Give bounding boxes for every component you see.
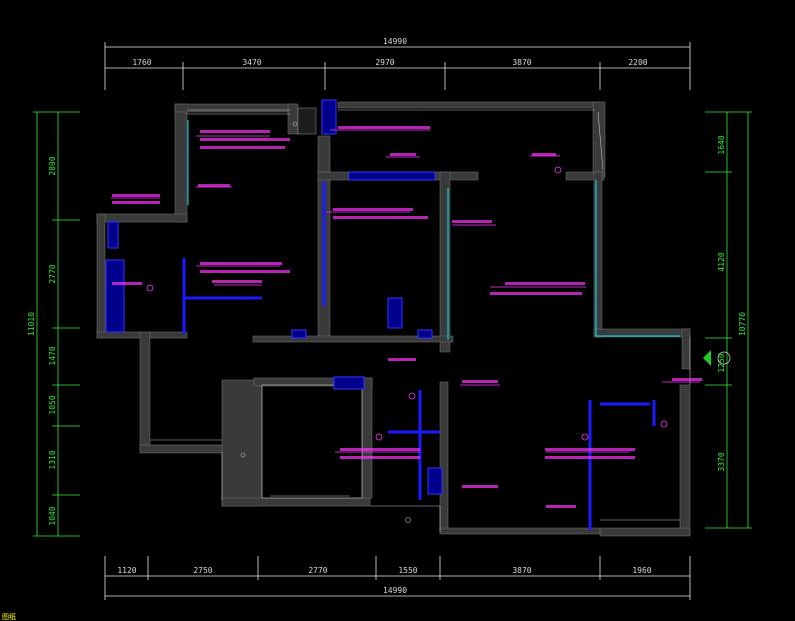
cyan-lines: [187, 120, 680, 340]
bottom-dim-1: 1120: [117, 566, 136, 575]
entry-arrow-icon: [703, 350, 731, 366]
right-dim-1: 1640: [717, 135, 726, 154]
bottom-dim-3: 2770: [308, 566, 327, 575]
left-dim-1: 2890: [48, 156, 57, 175]
annotation-notes: [112, 126, 702, 508]
right-dim-4: 3370: [717, 452, 726, 471]
right-dim-3: 1250: [717, 353, 726, 372]
cabinets: [105, 99, 656, 530]
right-total-dimension: 10770: [738, 312, 747, 336]
top-total-dimension: 14990: [383, 37, 407, 46]
bottom-dim-6: 1960: [632, 566, 651, 575]
right-dim-2: 4120: [717, 252, 726, 271]
walls: [96, 101, 691, 537]
bottom-dim-2: 2750: [193, 566, 212, 575]
detail-lines: [150, 109, 691, 532]
right-dimension-chain: 1640 4120 1250 3370 10770: [705, 111, 752, 529]
top-dim-4: 3870: [512, 58, 531, 67]
top-dimension-chain: 14990 1760 3470 2970 3870 2200: [104, 37, 691, 90]
top-dim-1: 1760: [132, 58, 151, 67]
top-dim-2: 3470: [242, 58, 261, 67]
left-dim-3: 1470: [48, 346, 57, 365]
top-dim-5: 2200: [628, 58, 647, 67]
section-markers: [146, 107, 668, 523]
bottom-dimension-chain: 1120 2750 2770 1550 3870 1960 14990: [104, 556, 691, 600]
bottom-dim-4: 1550: [398, 566, 417, 575]
left-dim-2: 2770: [48, 264, 57, 283]
left-dim-5: 1310: [48, 450, 57, 469]
top-dim-3: 2970: [375, 58, 394, 67]
bottom-total-dimension: 14990: [383, 586, 407, 595]
status-text: 图纸: [2, 612, 16, 621]
bottom-dim-5: 3870: [512, 566, 531, 575]
left-dimension-chain: 11010 2890 2770 1470 1050 1310 1040: [27, 111, 80, 537]
left-dim-6: 1040: [48, 506, 57, 525]
left-total-dimension: 11010: [27, 312, 36, 336]
left-dim-4: 1050: [48, 395, 57, 414]
